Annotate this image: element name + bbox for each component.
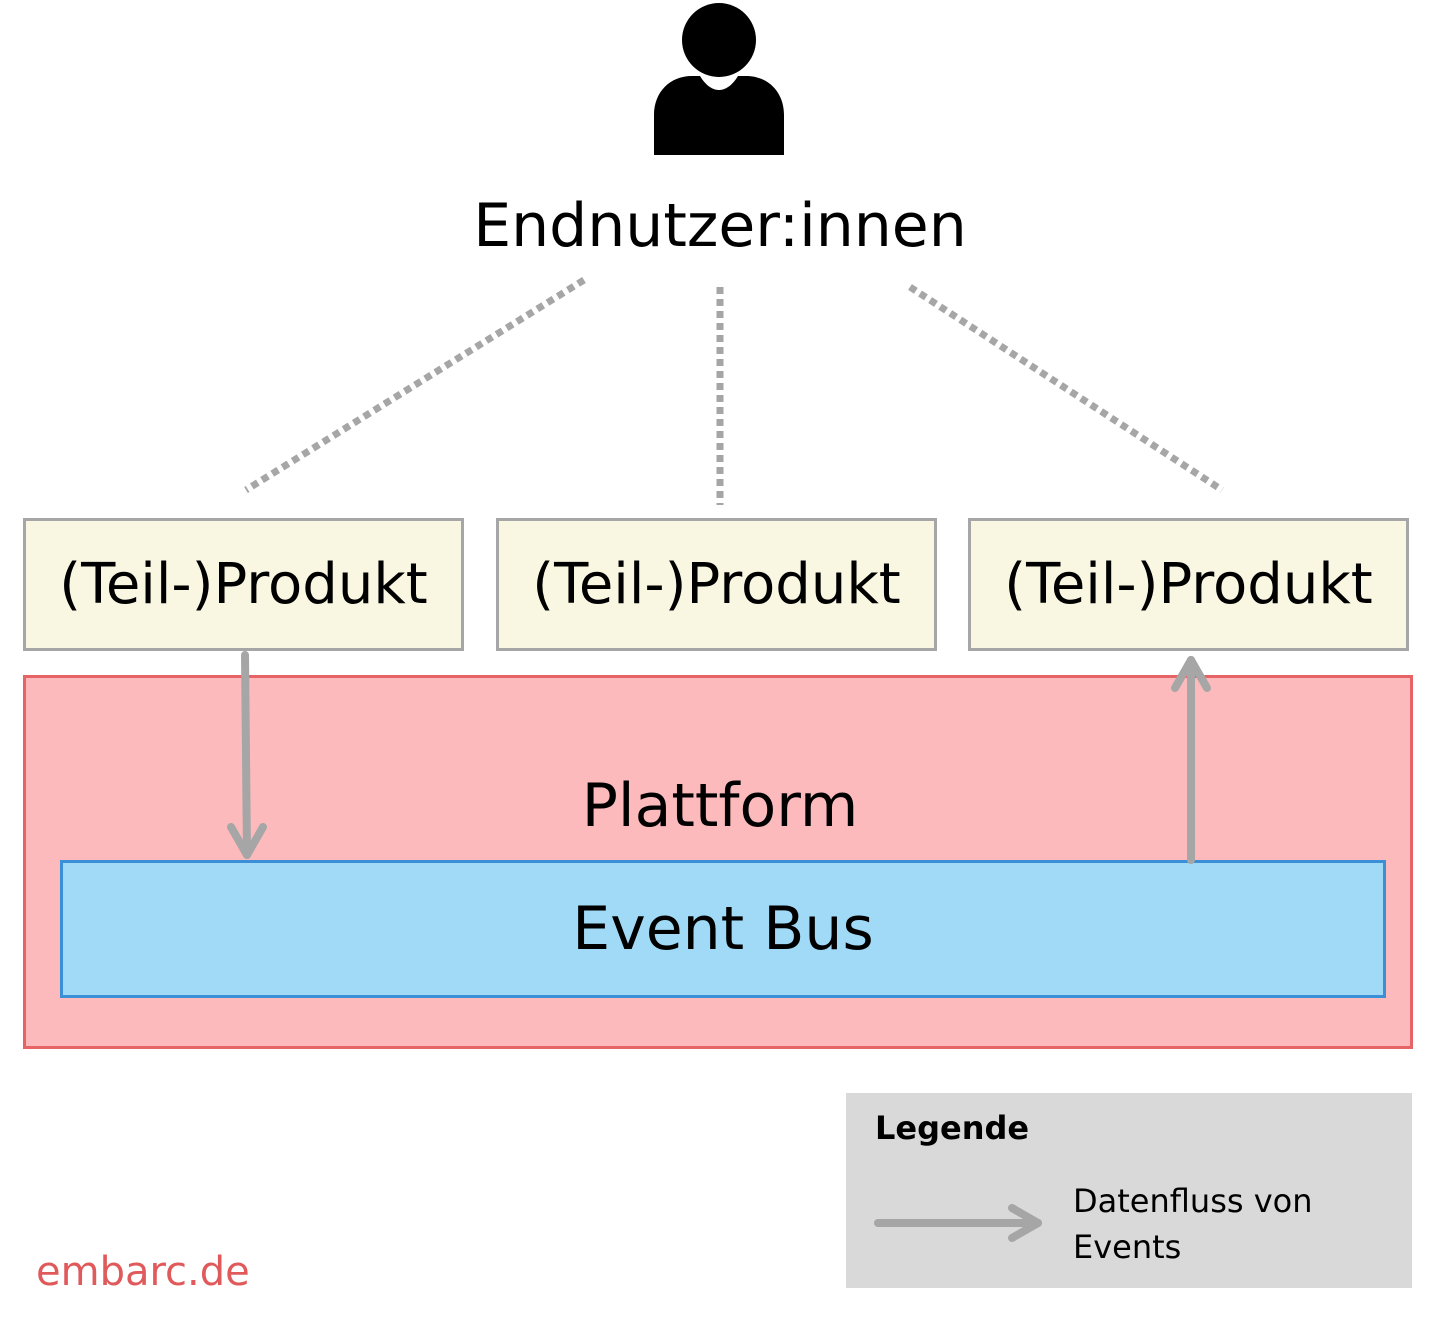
legend-arrow-label: Datenfluss von Events (1073, 1178, 1393, 1270)
legend-arrow-icon (874, 1204, 1042, 1242)
product-box-1: (Teil-)Produkt (23, 518, 464, 651)
user-link-right (908, 284, 1224, 493)
legend-arrow-label-line1: Datenfluss von (1073, 1182, 1313, 1220)
event-bus-box: Event Bus (60, 860, 1386, 998)
legend-box (846, 1093, 1412, 1288)
user-link-left (244, 277, 586, 493)
legend-arrow-label-line2: Events (1073, 1228, 1182, 1266)
person-icon (654, 3, 784, 155)
legend-title: Legende (875, 1109, 1030, 1147)
brand-logo-text: embarc.de (36, 1249, 250, 1295)
arrow-up-icon (1171, 656, 1211, 864)
platform-label: Plattform (581, 771, 859, 841)
arrow-down-icon (227, 651, 267, 859)
user-label: Endnutzer:innen (473, 191, 967, 261)
product-box-3: (Teil-)Produkt (968, 518, 1409, 651)
product-box-2: (Teil-)Produkt (496, 518, 937, 651)
